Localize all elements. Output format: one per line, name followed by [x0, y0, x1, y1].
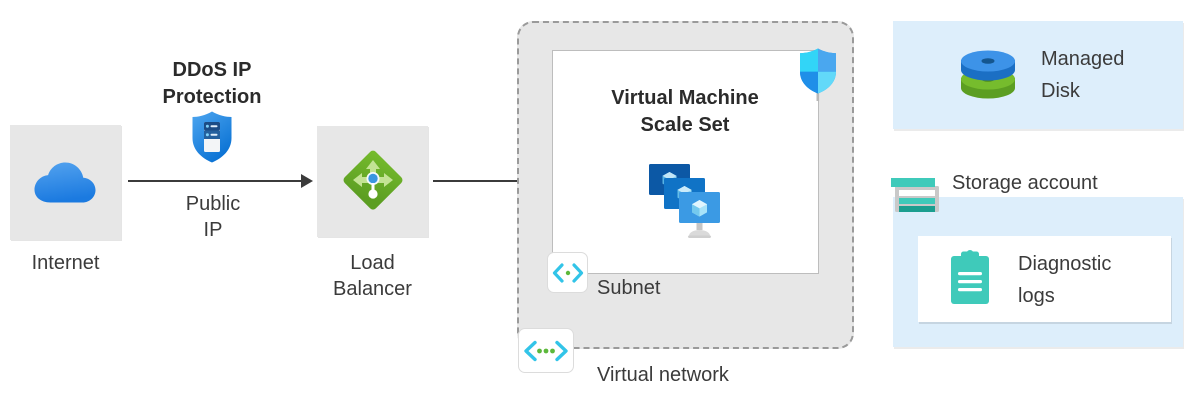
virtual-network-label: Virtual network — [597, 364, 729, 386]
connector-internet-to-load-balancer — [128, 180, 303, 182]
public-ip-label: Public IP — [185, 193, 241, 241]
vmss-label: Virtual Machine Scale Set — [611, 87, 759, 136]
diagnostic-logs-panel: Diagnostic logs — [918, 236, 1171, 322]
load-balancer-icon — [340, 147, 406, 213]
shield-icon — [797, 47, 839, 101]
internet-tile — [10, 125, 121, 240]
ddos-ip-protection-label: DDoS IP Protection — [162, 59, 262, 108]
diagnostic-logs-icon — [948, 250, 992, 306]
subnet-label: Subnet — [597, 277, 661, 299]
managed-disk-label: Managed Disk — [1041, 48, 1125, 102]
storage-account-label: Storage account — [952, 172, 1098, 194]
managed-disk-panel: Managed Disk — [893, 21, 1183, 129]
shield-server-icon — [188, 110, 236, 164]
internet-label: Internet — [31, 252, 100, 274]
storage-account-icon — [891, 178, 943, 216]
load-balancer-tile — [317, 126, 428, 237]
virtual-machine-scale-set-icon — [645, 160, 730, 240]
connector-load-balancer-to-subnet — [433, 180, 545, 182]
virtual-network-icon — [518, 328, 574, 373]
cloud-icon — [33, 153, 99, 207]
subnet-icon — [547, 252, 588, 293]
managed-disk-icon — [957, 48, 1019, 104]
connector-internet-to-load-balancer-arrowhead — [301, 174, 313, 188]
diagnostic-logs-label: Diagnostic logs — [1018, 253, 1112, 307]
subnet-boundary — [552, 50, 819, 274]
load-balancer-label: Load Balancer — [333, 252, 412, 300]
